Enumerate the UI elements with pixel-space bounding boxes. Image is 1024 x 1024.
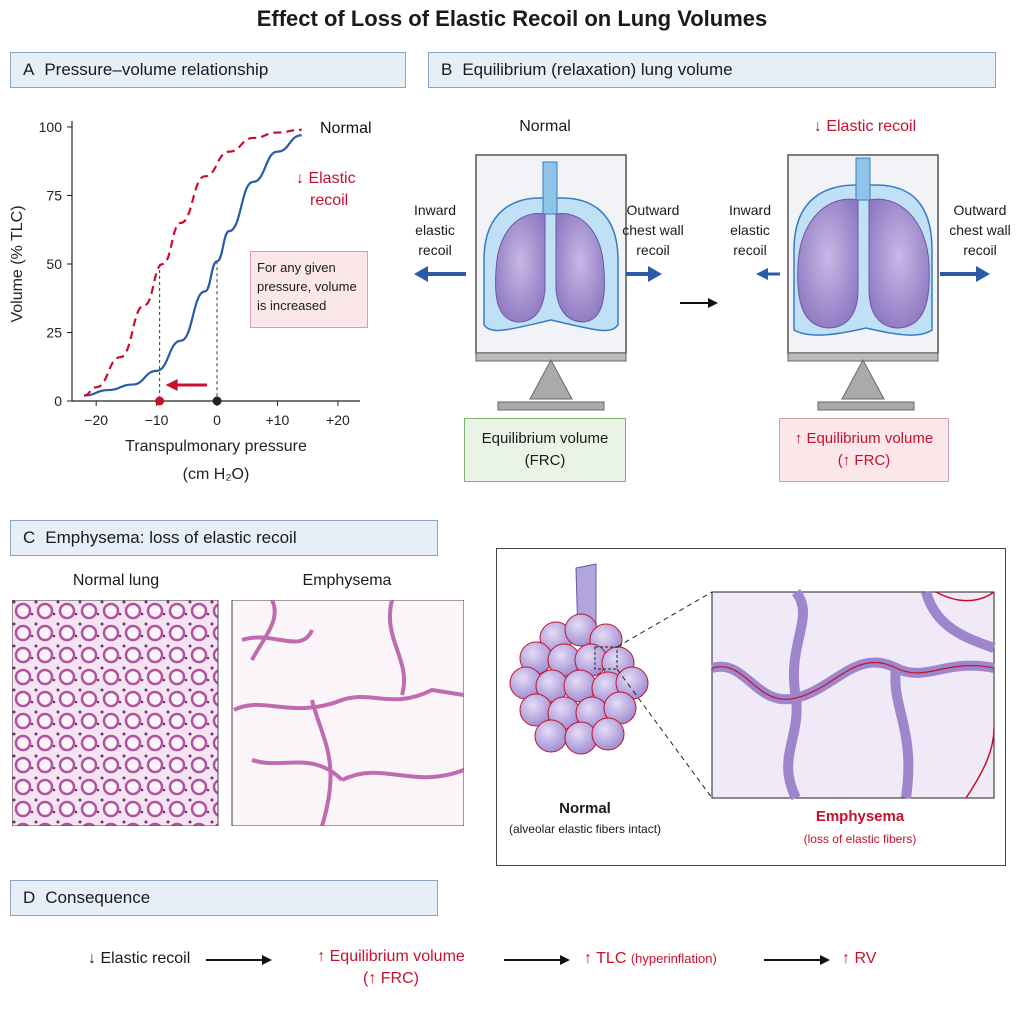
panel-b-header: B Equilibrium (relaxation) lung volume — [428, 52, 996, 88]
normal-series-label: Normal — [320, 120, 372, 137]
panel-b-letter: B — [441, 60, 453, 79]
reduced-inward-label: Inward elastic recoil — [715, 200, 785, 260]
inset-normal-sublabel: (alveolar elastic fibers intact) — [508, 822, 662, 836]
chart-annotation-box: For any given pressure, volume is increa… — [250, 251, 368, 328]
consequence-step-3: ↑ TLC (hyperinflation) — [584, 950, 717, 968]
x-axis-unit: (cm H₂O) — [183, 466, 250, 483]
emphysema-histology — [231, 600, 464, 826]
normal-histology — [12, 600, 219, 826]
panel-b-reduced-heading: ↓ Elastic recoil — [813, 118, 917, 135]
alveolus — [591, 717, 625, 751]
normal-outward-arrow — [626, 266, 662, 282]
normal-equilibrium-box: Equilibrium volume (FRC) — [464, 418, 626, 482]
label-line: Inward — [728, 202, 772, 218]
chart-annotation: For any given pressure, volume is increa… — [257, 260, 357, 313]
reduced-series-label: ↓ Elastic — [296, 170, 356, 187]
consequence-step-4: ↑ RV — [842, 950, 877, 967]
middle-arrow — [680, 298, 718, 308]
label-line: chest wall — [622, 222, 684, 238]
inset-normal-label: Normal — [559, 800, 611, 817]
page-title: Effect of Loss of Elastic Recoil on Lung… — [256, 6, 768, 31]
panel-c-letter: C — [23, 528, 36, 547]
panel-d-letter: D — [23, 888, 36, 907]
step-3-main: ↑ TLC — [584, 950, 627, 967]
normal-inward-arrow — [414, 266, 466, 282]
y-tick-label: 50 — [46, 256, 62, 272]
reduced-outward-arrow — [940, 266, 990, 282]
chart-labels: Normal ↓ Elastic recoil — [296, 120, 372, 209]
panel-c-header: C Emphysema: loss of elastic recoil — [10, 520, 438, 556]
label-line: recoil — [963, 242, 997, 258]
inset-emphysema-sublabel: (loss of elastic fibers) — [803, 832, 917, 846]
normal-inward-label: Inward elastic recoil — [400, 200, 470, 260]
consequence-step-1: ↓ Elastic recoil — [88, 950, 191, 967]
normal-outward-label: Outward chest wall recoil — [612, 200, 694, 260]
shifted-point — [155, 396, 165, 406]
label-line: Outward — [626, 202, 680, 218]
reduced-recoil-curve — [83, 128, 302, 397]
step-2-line-2: (↑ FRC) — [363, 970, 419, 987]
step-3-sub: (hyperinflation) — [630, 951, 717, 966]
step-2-line-1: ↑ Equilibrium volume — [317, 948, 465, 965]
consequence-arrow-1 — [206, 955, 272, 965]
y-axis-label: Volume (% TLC) — [9, 205, 26, 322]
alveolar-cluster — [509, 563, 649, 755]
normal-lung-heading: Normal lung — [72, 572, 160, 589]
panel-a-title: Pressure–volume relationship — [44, 60, 269, 79]
histology-images — [12, 600, 464, 826]
label-line: elastic — [730, 222, 770, 238]
reduced-series-label-2: recoil — [310, 192, 348, 209]
y-tick-label: 100 — [39, 119, 63, 135]
panel-c-title: Emphysema: loss of elastic recoil — [45, 528, 297, 547]
reduced-inward-arrow — [756, 268, 780, 280]
label-line: recoil — [733, 242, 767, 258]
x-axis-label: Transpulmonary pressure — [125, 438, 307, 455]
inset-emphysema-label: Emphysema — [815, 808, 905, 825]
consequence-step-2: ↑ Equilibrium volume (↑ FRC) — [306, 946, 476, 990]
reduced-equilibrium-box: ↑ Equilibrium volume (↑ FRC) — [779, 418, 949, 482]
label-line: Outward — [953, 202, 1007, 218]
x-tick-label: 0 — [213, 412, 221, 428]
chart-guides — [155, 261, 222, 406]
y-tick-label: 25 — [46, 325, 62, 341]
alveoli-illustration — [509, 563, 996, 801]
label-line: recoil — [418, 242, 452, 258]
y-tick-label: 0 — [54, 393, 62, 409]
panel-a-letter: A — [23, 60, 35, 79]
consequence-arrow-3 — [764, 955, 830, 965]
consequence-arrow-2 — [504, 955, 570, 965]
panel-a-header: A Pressure–volume relationship — [10, 52, 406, 88]
lung-illustrations — [414, 154, 990, 411]
label-line: chest wall — [949, 222, 1011, 238]
reduced-lung-figure — [787, 154, 939, 411]
normal-curve — [84, 134, 302, 397]
label-line: Inward — [413, 202, 457, 218]
origin-point — [212, 396, 222, 406]
panel-d-title: Consequence — [45, 888, 151, 907]
panel-d-header: D Consequence — [10, 880, 438, 916]
panel-b-title: Equilibrium (relaxation) lung volume — [462, 60, 733, 79]
x-tick-label: −20 — [84, 412, 108, 428]
x-tick-label: +10 — [266, 412, 290, 428]
label-line: recoil — [636, 242, 670, 258]
box-line: Equilibrium volume — [481, 430, 609, 447]
box-line: (↑ FRC) — [837, 452, 891, 469]
reduced-outward-label: Outward chest wall recoil — [938, 200, 1022, 260]
normal-lung-figure — [475, 154, 627, 411]
y-tick-label: 75 — [46, 188, 62, 204]
panel-b-normal-heading: Normal — [519, 118, 571, 135]
label-line: elastic — [415, 222, 455, 238]
emphysema-magnified — [710, 588, 996, 801]
box-line: (FRC) — [524, 452, 566, 469]
shift-arrow-head — [165, 379, 178, 391]
x-tick-label: +20 — [326, 412, 350, 428]
alveolus — [534, 719, 568, 753]
emphysema-heading: Emphysema — [302, 572, 392, 589]
x-tick-label: −10 — [145, 412, 169, 428]
box-line: ↑ Equilibrium volume — [794, 430, 934, 447]
chart-series — [83, 128, 302, 397]
